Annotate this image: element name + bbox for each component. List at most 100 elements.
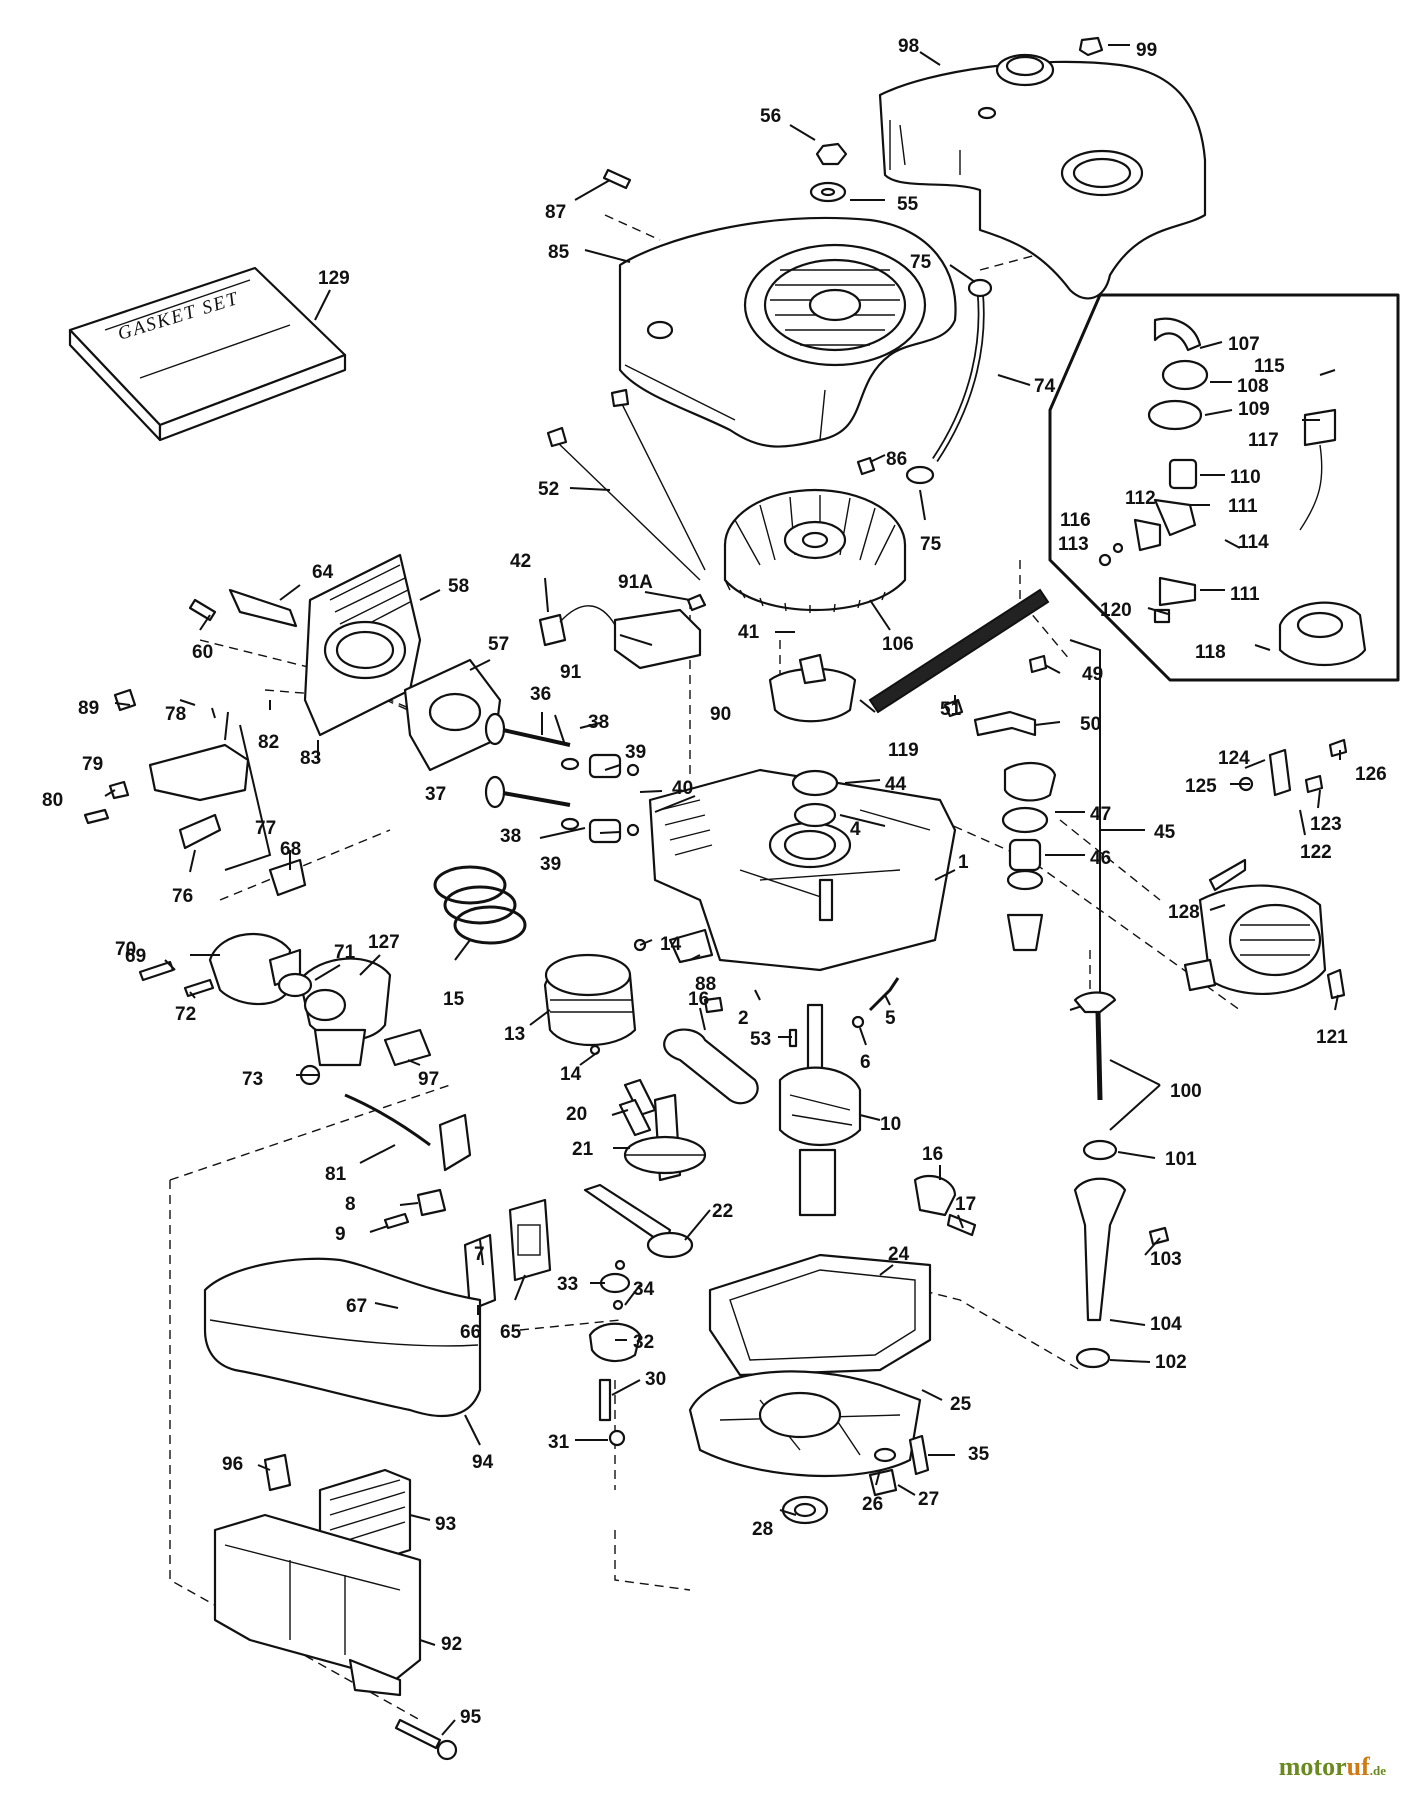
part-callout-111b: 111 [1230,584,1260,605]
part-callout-40: 40 [672,778,693,799]
inset-pointer-arrow [868,588,1050,714]
governor-gear [588,1322,642,1363]
speed-control-knob [416,1188,447,1217]
part-callout-14a: 14 [660,934,682,955]
recoil-starter [1183,858,1327,995]
ground-wire [554,399,706,581]
part-callout-86: 86 [886,449,907,470]
camshaft [623,1093,707,1182]
part-callout-52: 52 [538,479,559,500]
part-callout-101: 101 [1165,1149,1197,1170]
breather-gasket [1003,762,1057,802]
part-callout-110: 110 [1230,467,1261,488]
part-callout-38b: 38 [500,826,521,847]
part-callout-80: 80 [42,790,63,811]
spark-plug [228,588,298,628]
part-callout-100: 100 [1170,1081,1202,1102]
part-callout-119: 119 [888,740,919,761]
breather-plate [1001,806,1049,834]
part-callout-79: 79 [82,754,103,775]
watermark-text: motor [1278,1752,1347,1781]
part-callout-82: 82 [258,732,279,753]
part-callout-88: 88 [695,974,716,995]
part-callout-99: 99 [1136,40,1157,61]
part-callout-66: 66 [460,1322,481,1343]
part-callout-57: 57 [488,634,509,655]
bolt [908,1434,930,1476]
pawl-screw [1328,738,1348,758]
part-callout-78: 78 [165,704,186,725]
dowel-pin [851,1015,865,1029]
carb-gasket [277,972,313,998]
part-callout-113: 113 [1058,534,1089,555]
part-callout-44: 44 [885,774,907,795]
starter-pawl [1268,748,1292,797]
part-callout-108: 108 [1237,376,1269,397]
breather-valve [1008,838,1042,872]
head-bolt [188,598,217,622]
bracket [438,1113,472,1172]
part-callout-31: 31 [548,1432,570,1453]
part-callout-45: 45 [1154,822,1176,843]
part-callout-65: 65 [500,1322,522,1343]
governor-shaft [598,1378,612,1422]
oil-tube [868,977,900,1012]
part-callout-35: 35 [968,1444,990,1465]
bolt [602,168,632,190]
part-callout-73: 73 [242,1069,263,1090]
washer [873,1447,897,1463]
screw [1028,654,1048,674]
o-ring [1075,1347,1111,1369]
fuel-cap-vent [1078,36,1104,57]
exhaust-gasket [463,1233,497,1312]
breather-gasket [668,928,714,964]
part-callout-111a: 111 [1228,496,1258,517]
o-ring [1082,1139,1118,1161]
part-callout-116: 116 [1060,510,1091,531]
part-callout-13: 13 [504,1024,525,1045]
part-callout-10: 10 [880,1114,901,1135]
part-callout-83: 83 [300,748,321,769]
flywheel [723,488,907,613]
part-callout-34: 34 [633,1279,655,1300]
part-callout-120: 120 [1100,600,1132,621]
part-callout-75b: 75 [920,534,942,555]
part-callout-126: 126 [1355,764,1387,785]
part-callout-1: 1 [958,852,969,873]
retaining-ring [608,1429,626,1447]
dipstick [1073,991,1117,1014]
part-callout-125: 125 [1185,776,1217,797]
part-callout-26: 26 [862,1494,883,1515]
part-callout-6: 6 [860,1052,871,1073]
part-callout-124: 124 [1218,748,1250,769]
dipstick-blade [1095,1011,1103,1101]
part-callout-16a: 16 [688,989,709,1010]
part-callout-109: 109 [1238,399,1270,420]
part-callout-87: 87 [545,202,566,223]
part-callout-47: 47 [1090,804,1111,825]
part-callout-114: 114 [1238,532,1269,553]
part-callout-21: 21 [572,1139,594,1160]
intake-gasket [268,858,307,897]
part-callout-104: 104 [1150,1314,1182,1335]
part-callout-7: 7 [474,1244,485,1265]
hose-clamp [905,465,935,485]
part-callout-91a: 91A [618,572,653,593]
part-callout-25: 25 [950,1394,972,1415]
leader-lines [104,44,1341,1736]
part-callout-49: 49 [1082,664,1103,685]
cylinder-head [303,553,422,737]
connecting-rod [663,1028,759,1105]
part-callout-102: 102 [1155,1352,1187,1373]
part-callout-92: 92 [441,1634,462,1655]
part-callout-96: 96 [222,1454,243,1475]
ignition-coil [613,608,702,670]
valve-train [484,712,640,844]
part-callout-98: 98 [898,36,919,57]
part-callout-76: 76 [172,886,193,907]
part-callout-56: 56 [760,106,781,127]
valve-tappet [618,1098,652,1137]
part-callout-127: 127 [368,932,400,953]
part-callout-93: 93 [435,1514,456,1535]
part-callout-17: 17 [955,1194,976,1215]
